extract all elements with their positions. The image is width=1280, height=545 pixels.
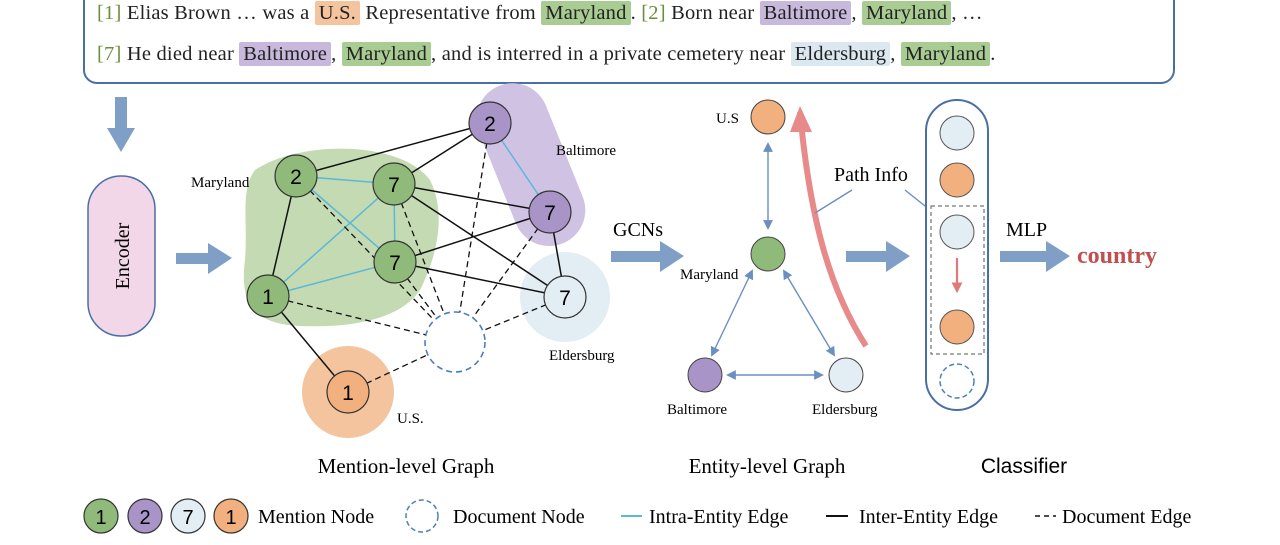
legend: 1 2 7 1 Mention Node Document Node Intra…: [83, 498, 1192, 534]
mention-node-label: 1: [342, 382, 354, 405]
text-line-1: [1] Elias Brown … was a U.S. Representat…: [97, 1, 983, 25]
mention-node: [373, 240, 417, 284]
mention-maryland: Maryland: [341, 42, 432, 66]
legend-node-orange: [213, 498, 249, 534]
legend-node-label: 7: [182, 507, 193, 529]
text-span: , and is interred in a private cemetery …: [431, 43, 786, 65]
classifier-title: Classifier: [981, 455, 1067, 478]
mention-node-label: 7: [388, 174, 400, 197]
legend-node-label: 1: [225, 507, 236, 529]
classifier-node: [939, 162, 975, 198]
entity-node-maryland: [750, 236, 786, 272]
sentence-ref: [7]: [97, 43, 122, 65]
mention-baltimore: Baltimore: [759, 1, 852, 25]
mention-node-label: 7: [389, 252, 401, 275]
mention-graph-title: Mention-level Graph: [318, 454, 495, 478]
gcn-label: GCNs: [613, 219, 663, 241]
document-text-box: [1] Elias Brown … was a U.S. Representat…: [83, 0, 1175, 84]
legend-node-label: 1: [95, 507, 106, 529]
group-label-eldersburg: Eldersburg: [549, 348, 615, 364]
mention-node: [543, 275, 587, 319]
entity-node-us: [750, 99, 786, 135]
path-info-label: Path Info: [834, 164, 908, 186]
mention-node-label: 2: [484, 113, 496, 136]
entity-node-eldersburg: [828, 357, 864, 393]
text-span: He died near: [126, 43, 234, 65]
entity-node-baltimore: [687, 357, 723, 393]
text-span: Born near: [671, 2, 755, 24]
down-arrow-icon: [107, 97, 135, 152]
mention-maryland: Maryland: [900, 42, 991, 66]
text-span: ,: [851, 2, 857, 24]
right-arrow-icon: [846, 241, 910, 272]
mention-node-label: 7: [544, 202, 556, 225]
legend-docedge-label: Document Edge: [1062, 506, 1192, 528]
mention-node: [372, 162, 416, 206]
text-span: ,: [890, 43, 896, 65]
baltimore-group: [476, 83, 586, 247]
legend-document-label: Document Node: [453, 506, 585, 528]
mention-maryland: Maryland: [862, 1, 952, 25]
legend-mention-label: Mention Node: [258, 506, 374, 528]
classifier-node: [939, 115, 975, 151]
legend-node-blue: [170, 498, 206, 534]
mention-node-label: 2: [290, 166, 302, 189]
group-label-maryland: Maryland: [191, 175, 250, 191]
sentence-ref: [2]: [641, 2, 666, 24]
legend-inter-label: Inter-Entity Edge: [859, 506, 998, 528]
mention-maryland: Maryland: [541, 1, 631, 25]
document-node: [424, 311, 486, 373]
mlp-label: MLP: [1006, 219, 1047, 241]
classifier-node: [939, 214, 975, 250]
reasoning-path-arrow: [797, 111, 869, 348]
mention-node: [274, 154, 318, 198]
classifier-node: [939, 309, 975, 345]
path-info-connector: [814, 189, 853, 214]
mention-node-label: 1: [262, 286, 274, 309]
mention-node: [246, 274, 290, 318]
entity-label-baltimore: Baltimore: [667, 402, 727, 418]
mention-node: [468, 101, 512, 145]
legend-intra-label: Intra-Entity Edge: [649, 506, 789, 528]
legend-document-node-icon: [405, 499, 439, 533]
text-span: Elias Brown … was a: [126, 2, 310, 24]
entity-graph: U.S Maryland Baltimore Eldersburg: [667, 99, 878, 418]
classifier-document-node: [939, 363, 975, 399]
output-label: country: [1077, 243, 1157, 269]
mention-node: [528, 190, 572, 234]
entity-label-eldersburg: Eldersburg: [812, 402, 878, 418]
text-span: .: [630, 2, 636, 24]
encoder-label: Encoder: [112, 222, 134, 289]
path-info-box: [930, 205, 985, 355]
entity-label-maryland: Maryland: [680, 267, 739, 283]
entity-label-us: U.S: [716, 111, 739, 127]
mention-baltimore: Baltimore: [239, 42, 332, 66]
legend-node-green: [83, 498, 119, 534]
right-arrow-icon: [176, 243, 232, 274]
group-label-us: U.S.: [397, 411, 424, 427]
mention-node-label: 7: [559, 287, 571, 310]
text-span: , …: [951, 2, 983, 24]
mention-eldersburg: Eldersburg: [790, 42, 891, 66]
encoder-block: [87, 175, 156, 337]
legend-node-purple: [127, 498, 163, 534]
mention-nodes: 2 7 7 1 2 7 7 1: [246, 101, 587, 414]
text-span: .: [990, 43, 996, 65]
mention-us: U.S.: [314, 1, 361, 25]
reasoning-path-arrowhead-icon: [790, 106, 812, 132]
group-label-baltimore: Baltimore: [556, 143, 616, 159]
right-arrow-icon: [611, 241, 684, 272]
entity-graph-title: Entity-level Graph: [689, 454, 846, 478]
mention-node: [326, 370, 370, 414]
legend-node-label: 2: [139, 507, 150, 529]
text-line-2: [7] He died near Baltimore, Maryland, an…: [97, 42, 996, 66]
text-span: ,: [331, 43, 337, 65]
text-span: Representative from: [365, 2, 536, 24]
sentence-ref: [1]: [97, 2, 122, 24]
right-arrow-icon: [1000, 241, 1070, 272]
